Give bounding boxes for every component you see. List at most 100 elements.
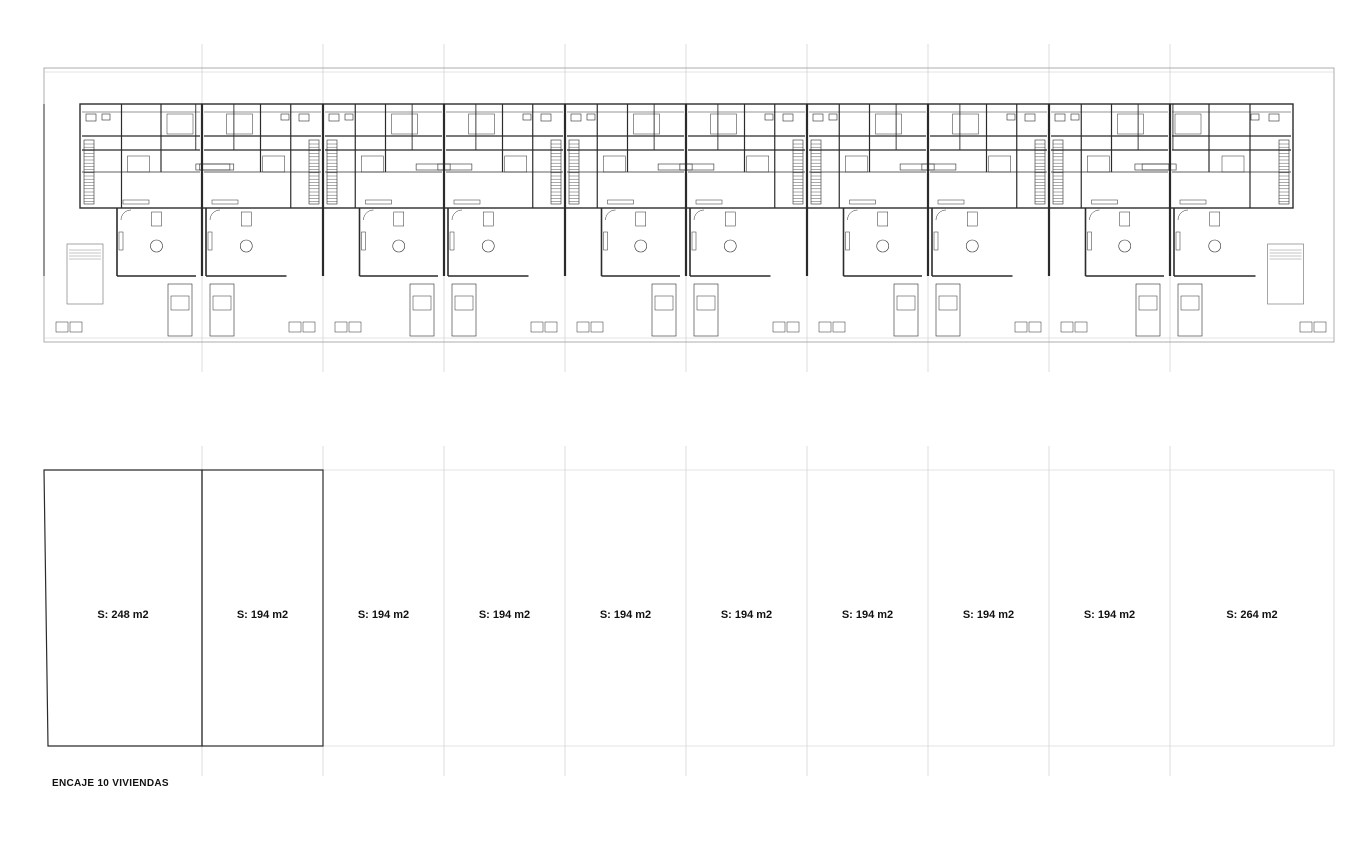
dwelling-unit <box>321 104 451 337</box>
car <box>451 283 477 337</box>
window <box>453 199 481 205</box>
stair <box>326 139 338 205</box>
plot-area-label: S: 194 m2 <box>237 609 288 621</box>
dining-table <box>241 211 252 227</box>
round-table <box>1118 239 1132 253</box>
plot-subdivision: S: 248 m2 S: 194 m2 S: 194 m2 S: 194 m2 S: 1… <box>43 469 1335 747</box>
plot-outline <box>201 469 324 747</box>
bathroom-fixture <box>1250 113 1260 121</box>
planter <box>590 321 604 333</box>
car-windshield <box>412 295 432 311</box>
car-windshield <box>938 295 958 311</box>
car-windshield <box>212 295 232 311</box>
round-table <box>481 239 495 253</box>
stair-outline <box>568 139 580 205</box>
dwelling-unit <box>805 104 935 337</box>
door-swing <box>693 209 705 221</box>
planter <box>334 321 348 333</box>
bathroom-fixture <box>1054 113 1066 122</box>
stair <box>308 139 320 205</box>
dining-table <box>1209 211 1220 227</box>
kitchen-counter <box>1134 163 1170 171</box>
pool <box>66 243 104 305</box>
planter <box>348 321 362 333</box>
plot-area-label: S: 194 m2 <box>963 609 1014 621</box>
planter <box>1014 321 1028 333</box>
car-windshield <box>696 295 716 311</box>
pool <box>1267 243 1304 305</box>
stair-outline <box>1052 139 1064 205</box>
dwelling-unit <box>195 104 321 337</box>
car-windshield <box>454 295 474 311</box>
stair <box>1052 139 1064 205</box>
stair <box>810 139 822 205</box>
car <box>1135 283 1161 337</box>
round-table <box>723 239 737 253</box>
bathroom-fixture <box>344 113 354 121</box>
dining-table <box>1119 211 1130 227</box>
bed <box>633 113 660 135</box>
dwelling-unit <box>679 104 805 337</box>
kitchen-counter <box>415 163 451 171</box>
stair-outline <box>326 139 338 205</box>
dining-table <box>725 211 736 227</box>
planter <box>1060 321 1074 333</box>
kitchen-counter <box>437 163 473 171</box>
sofa <box>933 231 939 251</box>
car <box>935 283 961 337</box>
plot-area-label: S: 194 m2 <box>600 609 651 621</box>
car-windshield <box>1138 295 1158 311</box>
planter <box>1074 321 1088 333</box>
bed <box>1117 113 1144 135</box>
sofa <box>691 231 697 251</box>
planter <box>55 321 69 333</box>
stair-outline <box>550 139 562 205</box>
plot-area-label: S: 194 m2 <box>358 609 409 621</box>
kitchen-counter <box>899 163 935 171</box>
stair-outline <box>1278 139 1290 205</box>
dwelling-unit <box>43 104 235 337</box>
stair <box>83 139 95 205</box>
bathroom-fixture <box>1070 113 1080 121</box>
round-table <box>965 239 979 253</box>
sofa <box>603 231 608 251</box>
stair-outline <box>792 139 804 205</box>
car <box>209 283 235 337</box>
planter <box>818 321 832 333</box>
kitchen-counter <box>921 163 957 171</box>
plot-area-label: S: 248 m2 <box>97 609 148 621</box>
plot-area-label: S: 194 m2 <box>1084 609 1135 621</box>
planter <box>288 321 302 333</box>
bed <box>1221 155 1245 173</box>
stair <box>792 139 804 205</box>
dwelling-unit <box>1047 104 1177 337</box>
bed <box>603 155 626 173</box>
bed <box>845 155 868 173</box>
planter <box>576 321 590 333</box>
bed <box>361 155 384 173</box>
door-swing <box>1177 209 1189 221</box>
bed <box>127 155 150 173</box>
bed <box>166 113 194 135</box>
bed <box>710 113 737 135</box>
window <box>1179 199 1207 205</box>
car-windshield <box>654 295 674 311</box>
kitchen-counter <box>195 163 231 171</box>
car-windshield <box>896 295 916 311</box>
door-swing <box>605 209 616 221</box>
car <box>693 283 719 337</box>
planter <box>302 321 316 333</box>
dining-table <box>151 211 162 227</box>
bed <box>746 155 769 173</box>
bed <box>1087 155 1110 173</box>
stair-outline <box>1034 139 1046 205</box>
sofa <box>1087 231 1092 251</box>
bathroom-fixture <box>812 113 824 122</box>
car <box>1177 283 1203 337</box>
window <box>937 199 965 205</box>
bed <box>468 113 495 135</box>
door-swing <box>363 209 374 221</box>
bathroom-fixture <box>586 113 596 121</box>
dwelling-unit <box>1134 104 1327 337</box>
sofa <box>845 231 850 251</box>
